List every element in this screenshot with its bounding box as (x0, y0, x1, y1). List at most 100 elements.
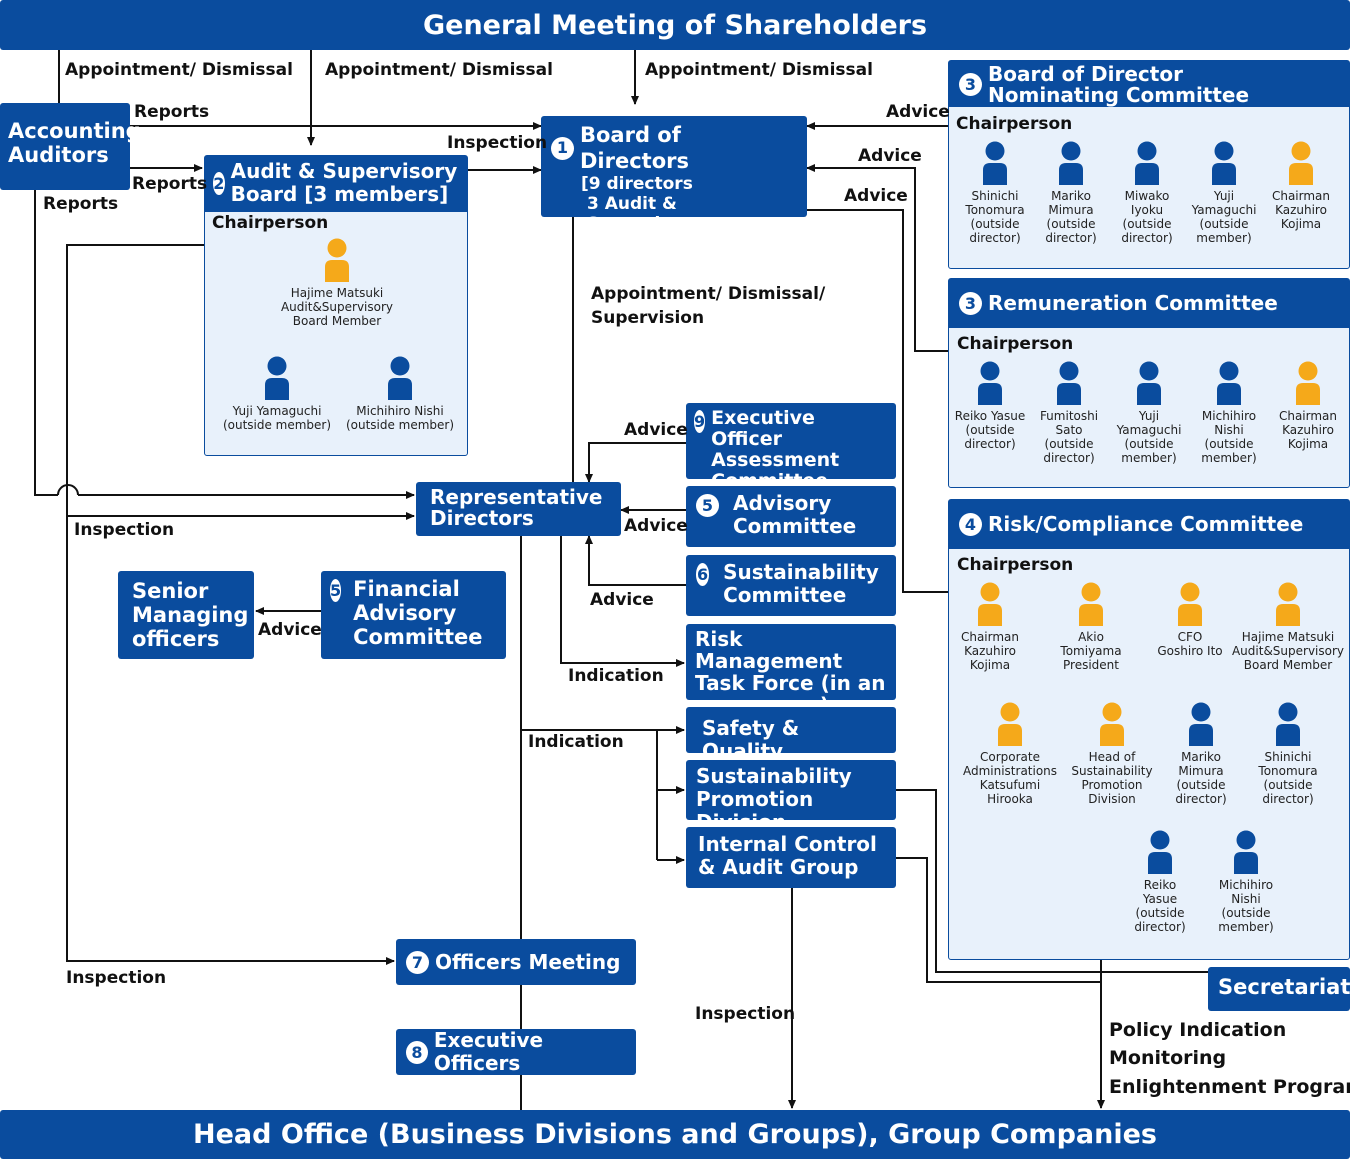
person-name: Fumitoshi Sato (outside director) (1039, 409, 1099, 465)
advice-label-advisory: Advice (624, 516, 688, 536)
representative-directors-label: Representative Directors (430, 485, 603, 530)
person-icon (1079, 582, 1103, 626)
financial-advisory-box: 5 Financial Advisory Committee (321, 571, 506, 659)
executive-officers-box: 8 Executive Officers (396, 1029, 636, 1075)
person-name: Shinichi Tonomura (outside director) (965, 189, 1025, 245)
risk-person-10: Michihiro Nishi (outside member) (1207, 830, 1285, 934)
risk-person-5: Corporate Administrations Katsufumi Hiro… (957, 702, 1063, 806)
remuneration-person-5: Chairman Kazuhiro Kojima (1269, 361, 1347, 451)
person-icon (1059, 141, 1083, 185)
risk-person-9: Reiko Yasue (outside director) (1121, 830, 1199, 934)
reports-label-1: Reports (134, 102, 210, 122)
board-detail-1: [9 directors (581, 174, 693, 194)
audit-chair-label: Chairperson (212, 213, 329, 233)
executive-officer-assessment-box: 9 Executive Officer Assessment Committee (686, 403, 896, 492)
inspection-label-officers: Inspection (66, 968, 167, 988)
risk-chair-label: Chairperson (957, 555, 1074, 575)
audit-person-3: Michihiro Nishi (outside member) (340, 356, 460, 432)
indication-label-2: Indication (528, 732, 624, 752)
number-badge: 2 (213, 171, 225, 195)
safety-quality-box: Safety & Quality (686, 707, 896, 763)
officers-meeting-box: 7 Officers Meeting (396, 939, 636, 985)
number-badge: 5 (330, 579, 342, 602)
appointment-label-1: Appointment/ Dismissal (65, 60, 293, 80)
audit-board-panel: 2 Audit & Supervisory Board [3 members] … (204, 155, 468, 456)
number-badge: 6 (696, 563, 710, 586)
representative-directors-box: Representative Directors (416, 482, 621, 536)
sustainability-promotion-box: Sustainability Promotion Division (686, 760, 896, 834)
appointment-label-2: Appointment/ Dismissal (325, 60, 553, 80)
person-name: Michihiro Nishi (outside member) (1218, 878, 1274, 934)
accounting-auditors-label: Accounting Auditors (8, 119, 141, 167)
number-badge: 3 (959, 292, 982, 315)
person-icon (325, 238, 349, 282)
person-name: Miwako Iyoku (outside director) (1121, 189, 1173, 245)
person-icon (1178, 582, 1202, 626)
number-badge: 9 (694, 410, 706, 433)
nominating-chair-label: Chairperson (956, 114, 1073, 134)
head-office-title: Head Office (Business Divisions and Grou… (193, 1119, 1157, 1150)
board-detail-3: Board members] (587, 234, 747, 254)
advice-label-risk: Advice (844, 186, 908, 206)
audit-board-title: Audit & Supervisory Board [3 members] (230, 159, 458, 206)
person-name: Corporate Administrations Katsufumi Hiro… (962, 750, 1058, 806)
person-icon (1137, 361, 1161, 405)
internal-control-box: Internal Control & Audit Group (686, 827, 896, 888)
person-icon (1135, 141, 1159, 185)
person-name: Chairman Kazuhiro Kojima (1278, 409, 1338, 451)
risk-header: 4 Risk/Compliance Committee (949, 500, 1349, 549)
remuneration-header: 3 Remuneration Committee (949, 279, 1349, 328)
person-icon (1217, 361, 1241, 405)
head-office-bar: Head Office (Business Divisions and Grou… (0, 1110, 1350, 1159)
number-badge: 8 (406, 1040, 428, 1064)
person-name: Michihiro Nishi (outside member) (345, 404, 455, 432)
appointment-supervision-label: Appointment/ Dismissal/ Supervision (591, 284, 826, 328)
person-name: Michihiro Nishi (outside member) (1201, 409, 1257, 465)
number-badge: 3 (959, 73, 982, 96)
person-name: Akio Tomiyama President (1060, 630, 1122, 672)
indication-label-1: Indication (568, 666, 664, 686)
risk-person-1: Chairman Kazuhiro Kojima (951, 582, 1029, 672)
risk-compliance-panel: 4 Risk/Compliance Committee Chairperson … (948, 499, 1350, 960)
remuneration-person-2: Fumitoshi Sato (outside director) (1030, 361, 1108, 465)
officers-meeting-label: Officers Meeting (435, 949, 621, 974)
person-name: Yuji Yamaguchi (outside member) (1191, 189, 1257, 245)
remuneration-committee-panel: 3 Remuneration Committee Chairperson Rei… (948, 278, 1350, 488)
risk-title: Risk/Compliance Committee (988, 512, 1304, 536)
person-name: CFO Goshiro Ito (1157, 630, 1223, 658)
financial-advisory-label: Financial Advisory Committee (353, 577, 483, 649)
internal-control-label: Internal Control & Audit Group (698, 832, 877, 879)
inspection-label-internal: Inspection (695, 1004, 796, 1024)
nominating-header: 3 Board of Director Nominating Committee (949, 61, 1349, 107)
risk-person-7: Mariko Mimura (outside director) (1162, 702, 1240, 806)
remuneration-chair-label: Chairperson (957, 334, 1074, 354)
risk-person-3: CFO Goshiro Ito (1151, 582, 1229, 658)
person-name: Hajime Matsuki Audit&Supervisory Board M… (1231, 630, 1345, 672)
person-name: Yuji Yamaguchi (outside member) (222, 404, 332, 432)
appointment-label-3: Appointment/ Dismissal (645, 60, 873, 80)
monitoring-label: Monitoring (1109, 1047, 1227, 1069)
person-name: Reiko Yasue (outside director) (954, 409, 1026, 451)
policy-indication-label: Policy Indication (1109, 1019, 1287, 1041)
advice-label-eoac: Advice (624, 420, 688, 440)
nominating-committee-panel: 3 Board of Director Nominating Committee… (948, 60, 1350, 269)
nominating-person-1: Shinichi Tonomura (outside director) (956, 141, 1034, 245)
secretariat-label: Secretariat (1218, 975, 1350, 999)
general-meeting-bar: General Meeting of Shareholders (0, 0, 1350, 50)
person-name: Head of Sustainability Promotion Divisio… (1071, 750, 1153, 806)
sustainability-committee-box: 6 Sustainability Committee (686, 555, 896, 616)
person-icon (1234, 830, 1258, 874)
remuneration-person-1: Reiko Yasue (outside director) (951, 361, 1029, 451)
person-icon (1276, 702, 1300, 746)
number-badge: 5 (696, 494, 719, 517)
number-badge: 7 (406, 950, 429, 974)
number-badge: 4 (959, 513, 982, 536)
advice-label-remuneration: Advice (858, 146, 922, 166)
nominating-person-3: Miwako Iyoku (outside director) (1108, 141, 1186, 245)
person-name: Mariko Mimura (outside director) (1045, 189, 1097, 245)
secretariat-box: Secretariat (1208, 967, 1350, 1011)
person-icon (1296, 361, 1320, 405)
person-icon (983, 141, 1007, 185)
executive-officers-label: Executive Officers (433, 1028, 544, 1075)
